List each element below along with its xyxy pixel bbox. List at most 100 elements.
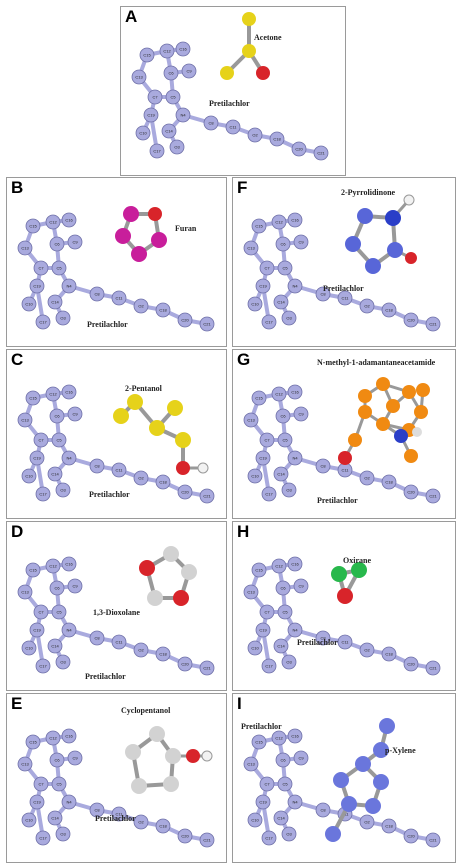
host-atom <box>29 794 45 810</box>
host-atom <box>255 622 271 638</box>
atom-label: C13 <box>247 246 255 251</box>
host-atom <box>159 43 175 59</box>
host-atom <box>55 310 71 326</box>
host-atom <box>359 642 375 658</box>
host-atom <box>255 794 271 810</box>
host-label: Pretilachlor <box>209 99 250 108</box>
atom-label: C15 <box>29 568 37 573</box>
host-atom <box>35 486 51 502</box>
pretilachlor-molecule: C15C12C16C13C6C9C7C5C19N4C10C14C8C11O2C1… <box>243 728 441 848</box>
host-atom <box>175 41 191 57</box>
ligand-2-pyrrolidinone <box>345 194 417 274</box>
atom-label: C10 <box>25 474 33 479</box>
atom-label: C15 <box>29 740 37 745</box>
host-atom <box>277 776 293 792</box>
atom-label: C21 <box>317 151 325 156</box>
host-atom <box>131 69 147 85</box>
atom-label: O3 <box>60 832 66 837</box>
host-atom <box>67 750 83 766</box>
atom-label: O2 <box>138 304 144 309</box>
host-atom <box>169 139 185 155</box>
panel-I: I C15C12C16C13C6C9C7C5C19N4C10C14C8C11O2… <box>232 693 456 863</box>
atom-label: C15 <box>255 740 263 745</box>
atom-label: C19 <box>33 628 41 633</box>
panel-letter: H <box>237 522 250 541</box>
host-atom <box>49 236 65 252</box>
atom-label: C8 <box>320 464 326 469</box>
host-label: Pretilachlor <box>89 490 130 499</box>
atom-label: N4 <box>180 113 186 118</box>
atom-label: C13 <box>247 590 255 595</box>
atom-label: C20 <box>407 318 415 323</box>
host-atom <box>403 656 419 672</box>
atom-label: C12 <box>275 392 283 397</box>
host-atom <box>281 310 297 326</box>
host-atom <box>61 728 77 744</box>
host-atom <box>275 408 291 424</box>
host-atom <box>161 123 177 139</box>
host-atom <box>67 234 83 250</box>
host-atom <box>381 474 397 490</box>
atom-label: C17 <box>265 320 273 325</box>
host-atom <box>403 312 419 328</box>
atom-label: O3 <box>60 316 66 321</box>
host-atom <box>403 828 419 844</box>
host-atom <box>381 302 397 318</box>
atom-label: C6 <box>280 586 286 591</box>
host-atom <box>25 734 41 750</box>
host-atom <box>111 290 127 306</box>
atom-label: C13 <box>21 246 29 251</box>
atom-label: C9 <box>298 240 304 245</box>
atom-label: C5 <box>56 438 62 443</box>
host-atom <box>199 660 215 676</box>
atom-label: C15 <box>29 396 37 401</box>
atom-label: C18 <box>159 652 167 657</box>
host-atom <box>21 812 37 828</box>
atom-label: C20 <box>295 147 303 152</box>
atom-label: C8 <box>94 292 100 297</box>
atom-label: C16 <box>291 734 299 739</box>
host-atom <box>55 482 71 498</box>
atom-label: C12 <box>49 220 57 225</box>
host-atom <box>51 604 67 620</box>
host-atom <box>21 468 37 484</box>
atom-label: O3 <box>60 488 66 493</box>
atom-label: C10 <box>251 818 259 823</box>
atom-label: C21 <box>429 666 437 671</box>
atom-label: C19 <box>33 456 41 461</box>
host-atom <box>259 604 275 620</box>
host-atom <box>47 638 63 654</box>
atom-label: C11 <box>341 296 349 301</box>
host-atom <box>133 298 149 314</box>
host-atom <box>281 654 297 670</box>
host-atom <box>261 658 277 674</box>
atom-label: C8 <box>94 636 100 641</box>
atom-label: C21 <box>203 666 211 671</box>
host-atom <box>29 450 45 466</box>
host-atom <box>281 482 297 498</box>
atom-label: O2 <box>138 476 144 481</box>
atom-label: C7 <box>38 782 44 787</box>
host-atom <box>17 412 33 428</box>
atom-label: C6 <box>54 414 60 419</box>
host-atom <box>47 810 63 826</box>
host-atom <box>293 234 309 250</box>
ligand-1-3-dioxolane <box>139 546 197 606</box>
atom-label: C20 <box>407 662 415 667</box>
host-atom <box>21 296 37 312</box>
host-atom <box>243 756 259 772</box>
atom-label: C9 <box>186 69 192 74</box>
atom-label: C7 <box>264 610 270 615</box>
host-atom <box>111 806 127 822</box>
host-atom <box>61 622 77 638</box>
atom-label: C18 <box>159 824 167 829</box>
atom-label: C9 <box>72 584 78 589</box>
atom-label: C18 <box>385 824 393 829</box>
